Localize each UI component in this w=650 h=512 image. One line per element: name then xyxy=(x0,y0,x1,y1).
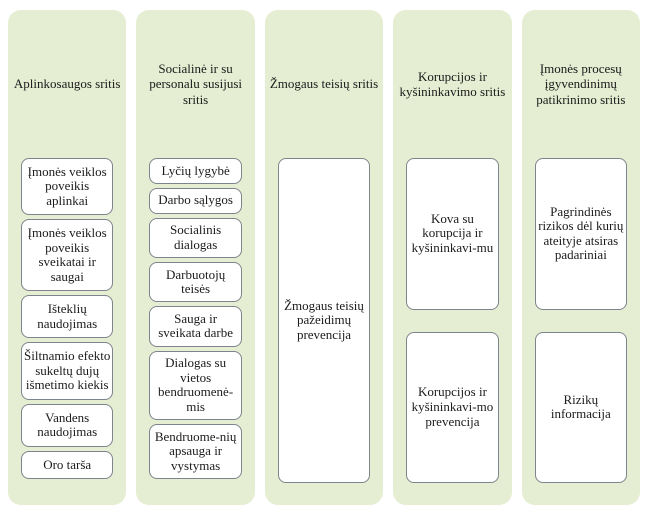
diagram-box: Rizikų informacija xyxy=(534,331,628,483)
column-imones-procesu-sritis: Įmonės procesų įgyvendinimų patikrinimo … xyxy=(521,10,641,505)
diagram-box: Sauga ir sveikata darbe xyxy=(149,306,242,347)
diagram-box: Korupcijos ir kyšininkavi­-mo prevencija xyxy=(406,331,499,483)
column-header: Aplinkosaugos sritis xyxy=(13,76,121,92)
diagram-box: Įmonės veiklos poveikis sveikatai ir sau… xyxy=(21,219,114,292)
column-korupcijos-sritis: Korupcijos ir kyšininkavimo sritis Kova … xyxy=(393,10,512,505)
diagram-box: Dialogas su vietos bendruomenė­mis xyxy=(149,350,242,421)
diagram-box: Darbuotojų teisės xyxy=(149,261,242,303)
column-boxes: Kova su korupcija ir kyšininkavi­-mu Kor… xyxy=(406,158,499,505)
diagram-box: Žmogaus teisių pažeidimų prevencija xyxy=(277,158,371,483)
column-header: Socialinė ir su personalu susijusi sriti… xyxy=(149,61,243,107)
diagram-box: Lyčių lygybė xyxy=(149,158,242,184)
column-socialine-sritis: Socialinė ir su personalu susijusi sriti… xyxy=(136,10,255,505)
column-boxes: Įmonės veiklos poveikis aplinkai Įmonės … xyxy=(21,158,114,505)
diagram-box: Oro tarša xyxy=(21,450,114,479)
column-zmogaus-teisiu-sritis: Žmogaus teisių sritis Žmogaus teisių paž… xyxy=(264,10,384,505)
diagram-box: Socialinis dialogas xyxy=(149,217,242,258)
column-header: Žmogaus teisių sritis xyxy=(269,76,379,92)
column-header: Korupcijos ir kyšininkavimo sritis xyxy=(399,68,506,99)
diagram-box: Pagrindinės rizikos dėl kurių ateityje a… xyxy=(534,158,628,310)
diagram-box: Išteklių naudojimas xyxy=(21,295,114,339)
diagram-box: Įmonės veiklos poveikis aplinkai xyxy=(21,158,114,216)
column-boxes: Žmogaus teisių pažeidimų prevencija xyxy=(277,158,371,505)
column-aplinkosaugos-sritis: Aplinkosaugos sritis Įmonės veiklos pove… xyxy=(8,10,127,505)
diagram-box: Kova su korupcija ir kyšininkavi­-mu xyxy=(406,158,499,310)
column-boxes: Lyčių lygybė Darbo sąlygos Socialinis di… xyxy=(149,158,242,505)
column-boxes: Pagrindinės rizikos dėl kurių ateityje a… xyxy=(534,158,628,505)
column-header: Įmonės procesų įgyvendinimų patikrinimo … xyxy=(536,61,626,107)
diagram-box: Vandens naudojimas xyxy=(21,403,114,447)
diagram-box: Darbo sąlygos xyxy=(149,187,242,214)
diagram-box: Bendruome­-nių apsauga ir vystymas xyxy=(149,424,242,479)
diagram-box: Šiltnamio efekto sukeltų dujų išmetimo k… xyxy=(21,342,114,400)
